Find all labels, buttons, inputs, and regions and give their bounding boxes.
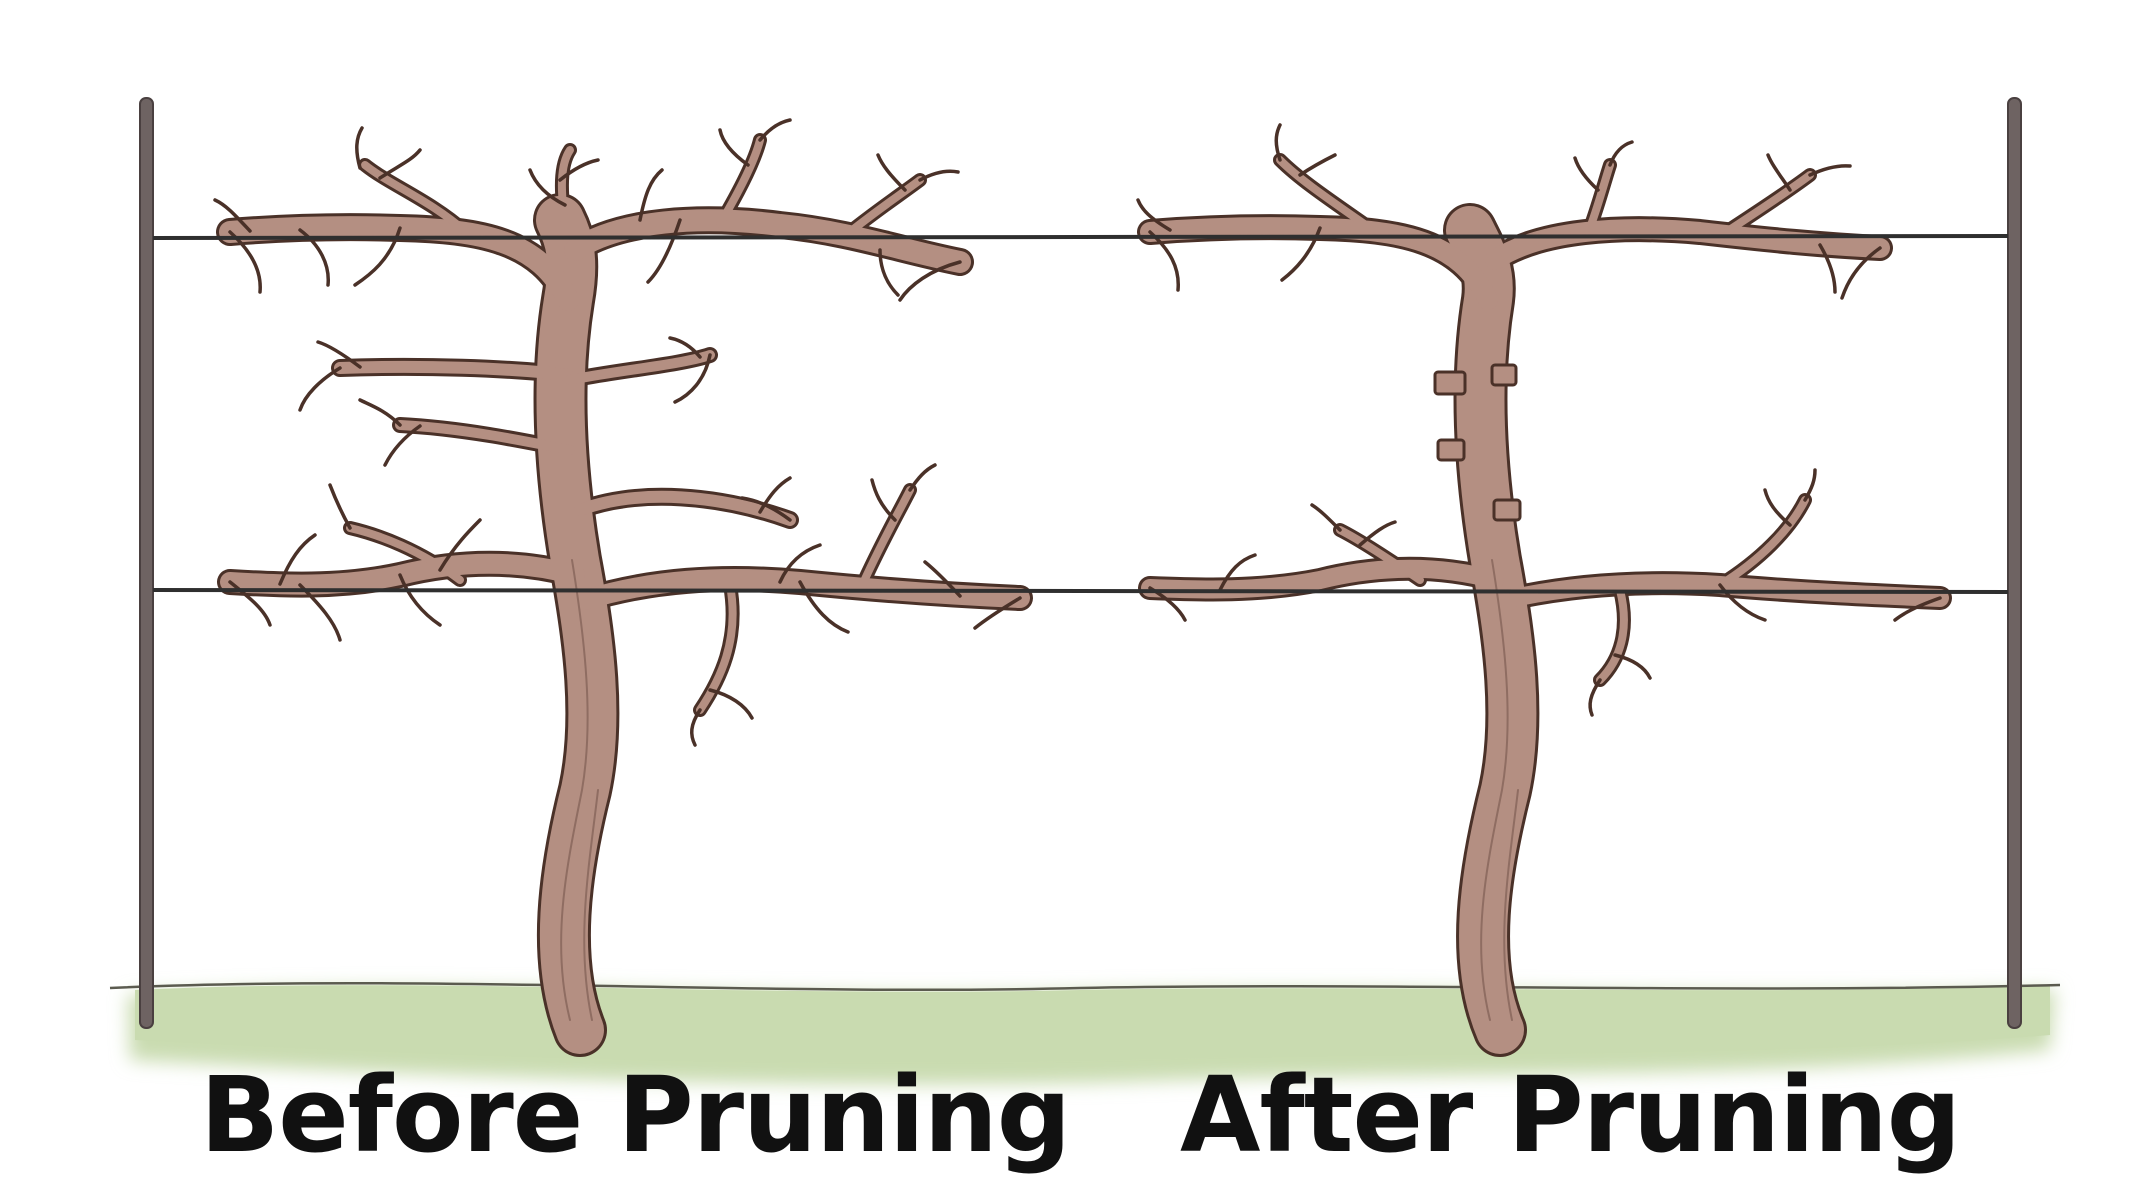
trellis-posts [139,97,2022,1029]
pruning-cuts [1433,363,1522,522]
left-post [139,97,154,1029]
ground-line [109,981,2061,992]
vine-before-pruning [213,118,1033,1057]
before-pruning-label: Before Pruning [200,1054,1071,1176]
right-post [2007,97,2022,1029]
bottom-wire [152,588,2009,594]
top-wire [152,234,2009,240]
vine-after-pruning [1136,123,1952,1057]
trellis-wires [152,234,2009,594]
after-pruning-label: After Pruning [1180,1054,1961,1176]
ground [109,981,2061,1085]
